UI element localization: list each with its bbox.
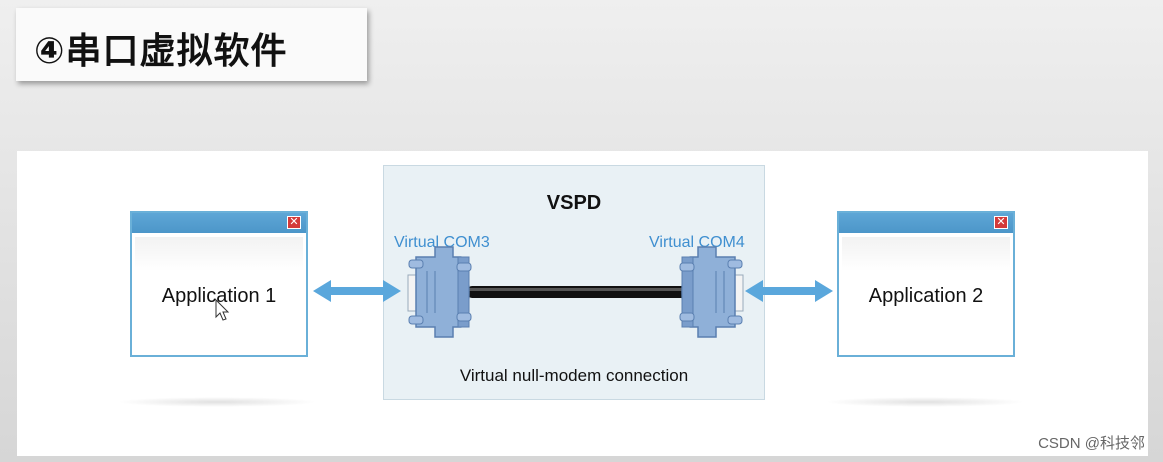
virtual-com3-label: Virtual COM3	[394, 234, 490, 251]
com4-connector-icon	[679, 246, 744, 338]
com3-connector-icon	[407, 246, 472, 338]
virtual-com4-label: Virtual COM4	[649, 234, 745, 251]
application-1-label: Application 1	[161, 285, 277, 307]
close-icon: ✕	[994, 216, 1008, 229]
vspd-diagram: VSPD Virtual COM3 Virtual COM4 Virtual n…	[17, 151, 1148, 456]
csdn-watermark: CSDN @科技邻	[1038, 435, 1145, 452]
cable-highlight	[467, 288, 687, 291]
diagram-graphics	[215, 246, 833, 338]
null-modem-cable	[467, 286, 687, 298]
mouse-cursor-icon	[215, 298, 230, 321]
title-bar	[132, 213, 306, 233]
title-bar	[839, 213, 1013, 233]
app-left-shadow	[117, 397, 317, 407]
slide-title: ④串口虚拟软件	[34, 31, 288, 72]
vspd-title: VSPD	[546, 192, 602, 214]
window-content-gradient	[135, 237, 303, 271]
application-2-window: ✕ Application 2	[837, 211, 1015, 357]
app-right-shadow	[825, 397, 1025, 407]
right-double-arrow	[745, 280, 833, 302]
close-icon: ✕	[287, 216, 301, 229]
window-content-gradient	[842, 237, 1010, 271]
application-2-label: Application 2	[868, 285, 984, 307]
left-double-arrow	[313, 280, 401, 302]
null-modem-label: Virtual null-modem connection	[459, 366, 689, 385]
application-1-window: ✕ Application 1	[130, 211, 308, 357]
slide-title-box: ④串口虚拟软件	[16, 8, 367, 81]
